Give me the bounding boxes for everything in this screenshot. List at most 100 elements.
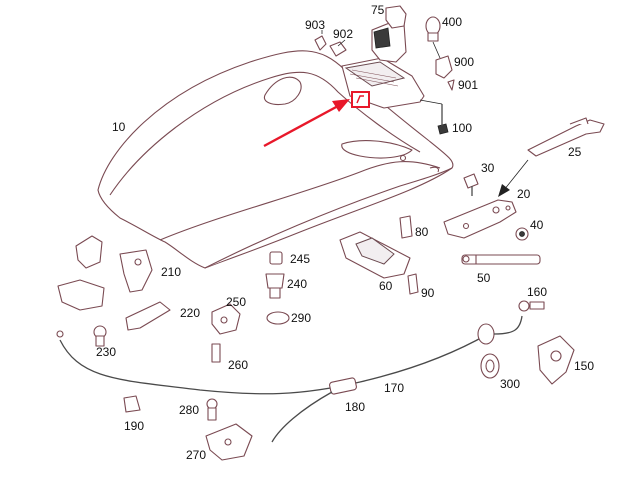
callout-10: 10 [112, 120, 126, 134]
bolt-100[interactable] [419, 99, 449, 135]
svg-text:240: 240 [287, 277, 307, 291]
direction-arrow-icon [498, 159, 529, 197]
callout-75: 75 [371, 3, 385, 17]
svg-text:75: 75 [371, 3, 385, 17]
callout-25: 25 [568, 145, 582, 159]
svg-text:40: 40 [530, 218, 544, 232]
callout-290: 290 [291, 311, 311, 325]
callout-270: 270 [186, 448, 206, 462]
hinge-arm-25[interactable] [527, 117, 605, 157]
svg-text:245: 245 [290, 252, 310, 266]
svg-text:180: 180 [345, 400, 365, 414]
bolt-160[interactable] [518, 300, 545, 312]
lamp-socket-900[interactable] [432, 41, 453, 79]
release-cable-170[interactable] [56, 330, 489, 395]
latch-bracket-75[interactable] [371, 5, 407, 63]
svg-text:290: 290 [291, 311, 311, 325]
callout-280: 280 [179, 403, 199, 417]
gas-strut-50[interactable] [461, 254, 541, 265]
svg-text:80: 80 [415, 225, 429, 239]
callout-400: 400 [442, 15, 462, 29]
hinge-20[interactable] [443, 199, 517, 239]
svg-text:270: 270 [186, 448, 206, 462]
svg-text:300: 300 [500, 377, 520, 391]
bracket-220[interactable] [125, 301, 171, 331]
svg-text:60: 60 [379, 279, 393, 293]
svg-text:20: 20 [517, 187, 531, 201]
callout-240: 240 [287, 277, 307, 291]
cable-connector-180[interactable] [271, 377, 357, 443]
svg-text:30: 30 [481, 161, 495, 175]
callout-900: 900 [454, 55, 474, 69]
highlight-arrow-icon [263, 99, 350, 148]
screw-90[interactable] [407, 273, 419, 295]
svg-text:900: 900 [454, 55, 474, 69]
bracket-left-upper[interactable] [75, 235, 103, 269]
svg-text:400: 400 [442, 15, 462, 29]
nut-40[interactable] [515, 227, 529, 241]
svg-text:10: 10 [112, 120, 126, 134]
callout-903: 903 [305, 18, 325, 32]
callout-210: 210 [161, 265, 181, 279]
clip-190[interactable] [123, 395, 141, 413]
callout-300: 300 [500, 377, 520, 391]
clip-80[interactable] [399, 215, 413, 239]
callout-60: 60 [379, 279, 393, 293]
bracket-left-lower[interactable] [57, 279, 105, 311]
callout-20: 20 [517, 187, 531, 201]
callout-901: 901 [458, 78, 478, 92]
lock-carrier-60[interactable] [339, 231, 411, 279]
callout-245: 245 [290, 252, 310, 266]
svg-text:230: 230 [96, 345, 116, 359]
handle-150[interactable] [537, 335, 575, 385]
callout-902: 902 [333, 27, 353, 41]
grommet-300[interactable] [480, 353, 500, 379]
bolt-230[interactable] [93, 325, 107, 347]
svg-text:280: 280 [179, 403, 199, 417]
svg-text:902: 902 [333, 27, 353, 41]
clip-903[interactable] [314, 30, 327, 51]
callout-190: 190 [124, 419, 144, 433]
bolt-30[interactable] [463, 173, 479, 196]
lock-210[interactable] [119, 249, 153, 293]
svg-text:50: 50 [477, 271, 491, 285]
callout-220: 220 [180, 306, 200, 320]
lock-270[interactable] [205, 423, 253, 461]
buffer-245[interactable] [269, 251, 283, 265]
callout-160: 160 [527, 285, 547, 299]
svg-text:220: 220 [180, 306, 200, 320]
callout-50: 50 [477, 271, 491, 285]
svg-text:90: 90 [421, 286, 435, 300]
svg-text:25: 25 [568, 145, 582, 159]
callout-250: 250 [226, 295, 246, 309]
callout-90: 90 [421, 286, 435, 300]
svg-text:901: 901 [458, 78, 478, 92]
svg-text:100: 100 [452, 121, 472, 135]
callout-180: 180 [345, 400, 365, 414]
screw-260[interactable] [211, 343, 221, 363]
svg-text:190: 190 [124, 419, 144, 433]
clip-902[interactable] [329, 39, 347, 57]
bracket-250[interactable] [211, 303, 241, 335]
callout-230: 230 [96, 345, 116, 359]
callout-260: 260 [228, 358, 248, 372]
callout-150: 150 [574, 359, 594, 373]
grommet-right[interactable] [477, 315, 523, 345]
callout-30: 30 [481, 161, 495, 175]
stop-240[interactable] [265, 273, 285, 299]
svg-text:210: 210 [161, 265, 181, 279]
callout-100: 100 [452, 121, 472, 135]
svg-text:150: 150 [574, 359, 594, 373]
svg-text:170: 170 [384, 381, 404, 395]
svg-text:260: 260 [228, 358, 248, 372]
callout-80: 80 [415, 225, 429, 239]
pad-290[interactable] [266, 311, 290, 325]
bulb-400[interactable] [425, 16, 441, 42]
screw-901[interactable] [447, 79, 455, 91]
highlight-box-icon [351, 91, 370, 108]
callout-40: 40 [530, 218, 544, 232]
svg-text:903: 903 [305, 18, 325, 32]
bolt-280[interactable] [206, 398, 218, 421]
svg-text:160: 160 [527, 285, 547, 299]
